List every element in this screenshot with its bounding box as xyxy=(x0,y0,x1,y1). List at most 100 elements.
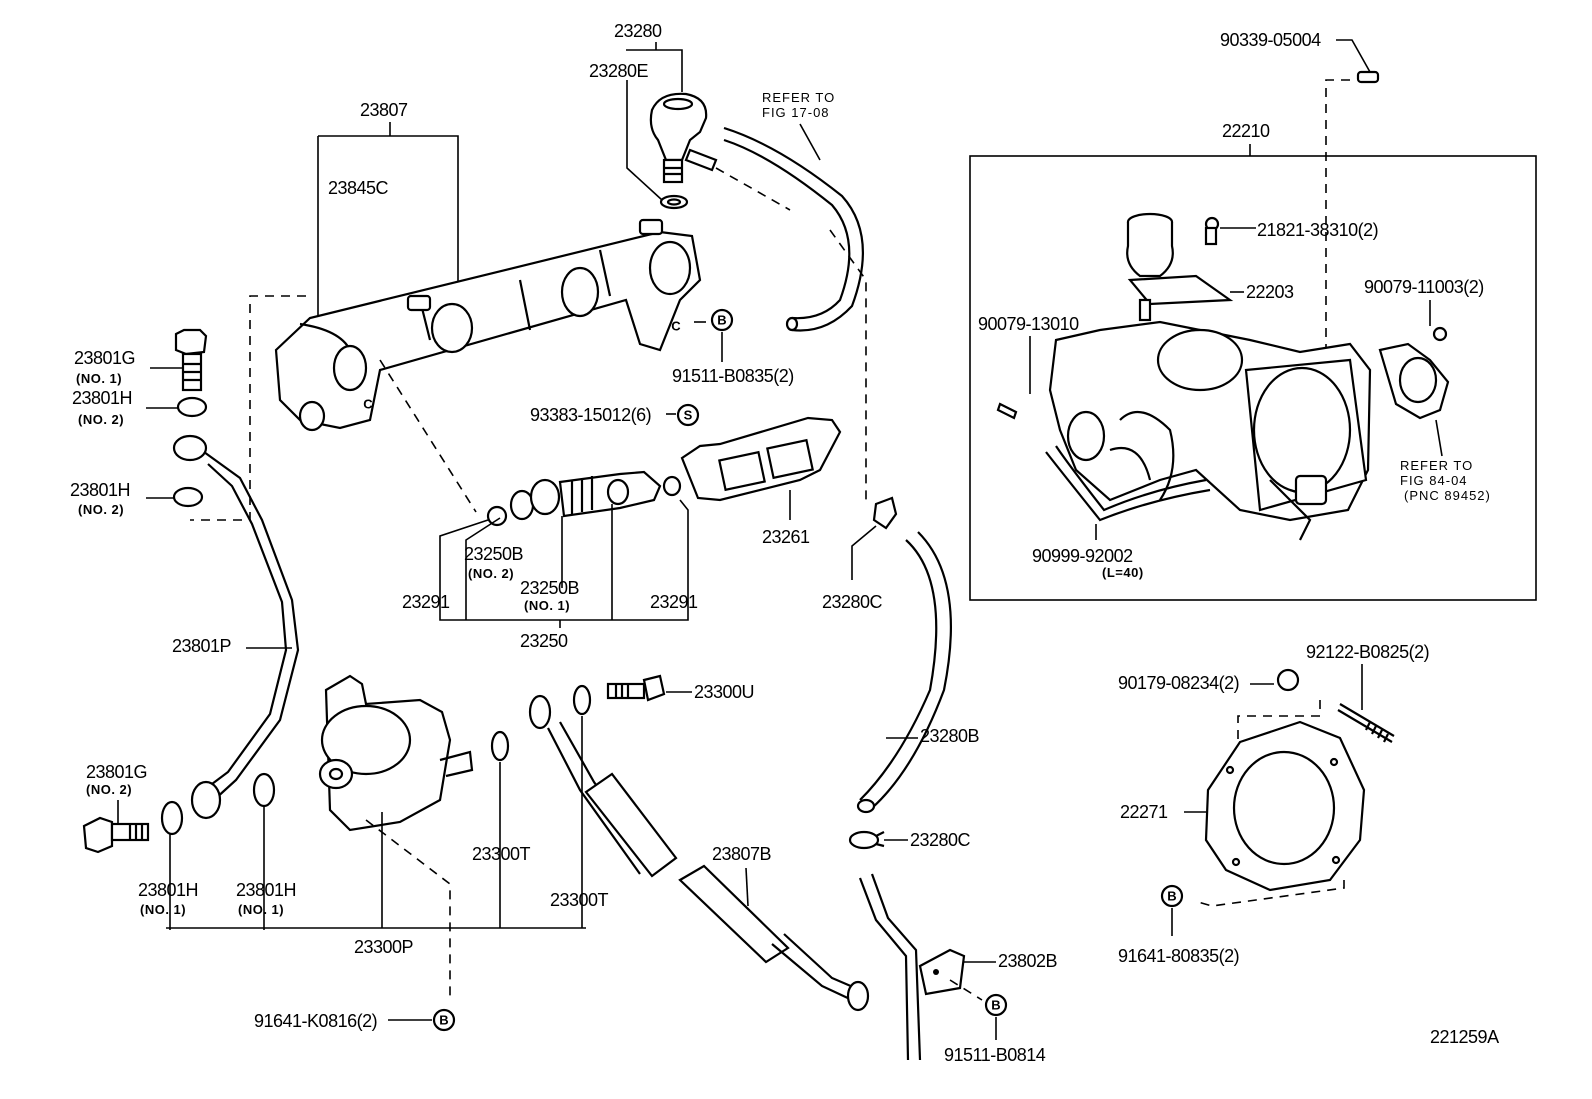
pressure-regulator-part[interactable] xyxy=(649,92,718,210)
gasket-part[interactable] xyxy=(172,486,204,508)
callout-23807: 23807 23845C xyxy=(317,100,459,330)
label-93383-15012[interactable]: 93383-15012(6) xyxy=(530,405,652,425)
bolt-b-symbol[interactable] xyxy=(710,308,734,332)
figure-id: 221259A xyxy=(1430,1027,1499,1047)
hose-90999-part[interactable] xyxy=(1045,445,1211,522)
label-90999-92002[interactable]: 90999-92002 xyxy=(1032,546,1134,566)
screw-90079-11003-part[interactable] xyxy=(1432,326,1448,342)
label-23801G[interactable]: 23801G xyxy=(74,348,136,368)
callout-23801H-no2-upper: 23801H (NO. 2) xyxy=(72,388,178,427)
label-22203[interactable]: 22203 xyxy=(1246,282,1295,302)
bolt-b-symbol[interactable] xyxy=(432,1008,456,1032)
bolt-23300U-part[interactable] xyxy=(606,674,666,702)
label-23280C[interactable]: 23280C xyxy=(910,830,971,850)
stud-s-symbol[interactable] xyxy=(676,403,700,427)
label-23807B[interactable]: 23807B xyxy=(712,844,772,864)
label-90339-05004[interactable]: 90339-05004 xyxy=(1220,30,1322,50)
callout-91641-K0816: 91641-K0816(2) B xyxy=(254,1008,456,1032)
callout-23280B: 23280B xyxy=(886,726,980,746)
label-23801H[interactable]: 23801H xyxy=(72,388,133,408)
label-23845C[interactable]: 23845C xyxy=(328,178,389,198)
label-21821-38310[interactable]: 21821-38310(2) xyxy=(1257,220,1379,240)
callout-23801G-no1: 23801G (NO. 1) xyxy=(74,348,182,386)
gasket-part[interactable] xyxy=(160,800,184,836)
label-91641-K0816[interactable]: 91641-K0816(2) xyxy=(254,1011,378,1031)
label-23280E[interactable]: 23280E xyxy=(589,61,649,81)
tee-23802B-part[interactable] xyxy=(858,873,966,1061)
label-23300T[interactable]: 23300T xyxy=(472,844,531,864)
union-bolt-upper-part[interactable] xyxy=(174,328,208,392)
injector-assembly-part[interactable] xyxy=(486,470,682,527)
callout-21821: 21821-38310(2) xyxy=(1220,220,1379,240)
callout-22203: 22203 xyxy=(1230,282,1295,302)
label-91511-B0814[interactable]: 91511-B0814 xyxy=(944,1045,1046,1065)
gasket-part[interactable] xyxy=(490,730,510,762)
vacuum-hose-upper[interactable] xyxy=(723,126,865,332)
label-23802B[interactable]: 23802B xyxy=(998,951,1058,971)
refer-text-3: (PNC 89452) xyxy=(1404,488,1491,503)
bolt-b-letter: B xyxy=(717,313,726,328)
label-no2: (NO. 2) xyxy=(78,412,124,427)
label-23261[interactable]: 23261 xyxy=(762,527,811,547)
screw-21821-part[interactable] xyxy=(1204,216,1220,246)
throttle-body-part[interactable] xyxy=(1048,320,1372,541)
label-23801H[interactable]: 23801H xyxy=(138,880,199,900)
bolt-b-letter: B xyxy=(991,998,1000,1013)
refer-text-2[interactable]: FIG 84-04 xyxy=(1400,473,1468,488)
gasket-part[interactable] xyxy=(176,396,208,418)
callout-refer-84-04: REFER TO FIG 84-04 (PNC 89452) xyxy=(1400,419,1491,503)
pulsation-damper-part[interactable] xyxy=(318,674,474,832)
union-part[interactable] xyxy=(528,694,552,730)
screw-90079-part[interactable] xyxy=(996,402,1018,420)
gasket-22271-part[interactable] xyxy=(1204,720,1366,892)
stud-92122-part[interactable] xyxy=(1337,703,1395,743)
plug-90339-part[interactable] xyxy=(1356,70,1380,84)
bolt-b-symbol[interactable] xyxy=(1160,884,1184,908)
label-23801H[interactable]: 23801H xyxy=(70,480,131,500)
label-23300P[interactable]: 23300P xyxy=(354,937,414,957)
label-23291[interactable]: 23291 xyxy=(650,592,699,612)
label-23250B[interactable]: 23250B xyxy=(520,578,580,598)
callout-22271: 22271 xyxy=(1120,802,1206,822)
fuel-pipe-23801P-part[interactable] xyxy=(172,434,300,820)
gasket-part[interactable] xyxy=(572,684,592,716)
fuel-hose-23807B-part[interactable] xyxy=(547,721,870,1012)
label-90179-08234[interactable]: 90179-08234(2) xyxy=(1118,673,1240,693)
hose-clamp-upper-part[interactable] xyxy=(872,496,898,530)
label-23801H[interactable]: 23801H xyxy=(236,880,297,900)
label-92122-B0825[interactable]: 92122-B0825(2) xyxy=(1306,642,1430,662)
union-bolt-lower-part[interactable] xyxy=(82,816,150,854)
dashpot-22203-part[interactable] xyxy=(1126,212,1234,322)
label-23250[interactable]: 23250 xyxy=(520,631,569,651)
refer-text-2[interactable]: FIG 17-08 xyxy=(762,105,830,120)
label-23280B[interactable]: 23280B xyxy=(920,726,980,746)
callout-23801H-no1-b: 23801H (NO. 1) xyxy=(236,806,297,930)
callout-90339: 90339-05004 xyxy=(1220,30,1371,73)
label-23300T[interactable]: 23300T xyxy=(550,890,609,910)
nut-90179-part[interactable] xyxy=(1276,668,1300,692)
label-23807[interactable]: 23807 xyxy=(360,100,409,120)
hose-clamp-lower-part[interactable] xyxy=(848,830,885,850)
label-23801G[interactable]: 23801G xyxy=(86,762,148,782)
fuel-delivery-pipe-part[interactable]: C C xyxy=(274,218,702,432)
bolt-b-symbol[interactable] xyxy=(984,993,1008,1017)
insulator-23261-part[interactable] xyxy=(680,416,842,502)
label-23801P[interactable]: 23801P xyxy=(172,636,232,656)
label-23250B[interactable]: 23250B xyxy=(464,544,524,564)
gasket-part[interactable] xyxy=(252,772,276,808)
label-91641-80835[interactable]: 91641-80835(2) xyxy=(1118,946,1240,966)
label-23280C[interactable]: 23280C xyxy=(822,592,883,612)
bolt-b-letter: B xyxy=(439,1013,448,1028)
gasket-84-04-part[interactable] xyxy=(1378,342,1450,420)
refer-text-1: REFER TO xyxy=(762,90,835,105)
label-23291[interactable]: 23291 xyxy=(402,592,451,612)
label-90079-13010[interactable]: 90079-13010 xyxy=(978,314,1080,334)
label-23280[interactable]: 23280 xyxy=(614,21,663,41)
callout-23801H-no2-lower: 23801H (NO. 2) xyxy=(70,480,174,517)
label-91511-B0835[interactable]: 91511-B0835(2) xyxy=(672,366,794,386)
hose-23280B-part[interactable] xyxy=(856,531,952,814)
label-23300U[interactable]: 23300U xyxy=(694,682,755,702)
label-22210[interactable]: 22210 xyxy=(1222,121,1271,141)
label-22271[interactable]: 22271 xyxy=(1120,802,1169,822)
label-90079-11003[interactable]: 90079-11003(2) xyxy=(1364,277,1484,297)
